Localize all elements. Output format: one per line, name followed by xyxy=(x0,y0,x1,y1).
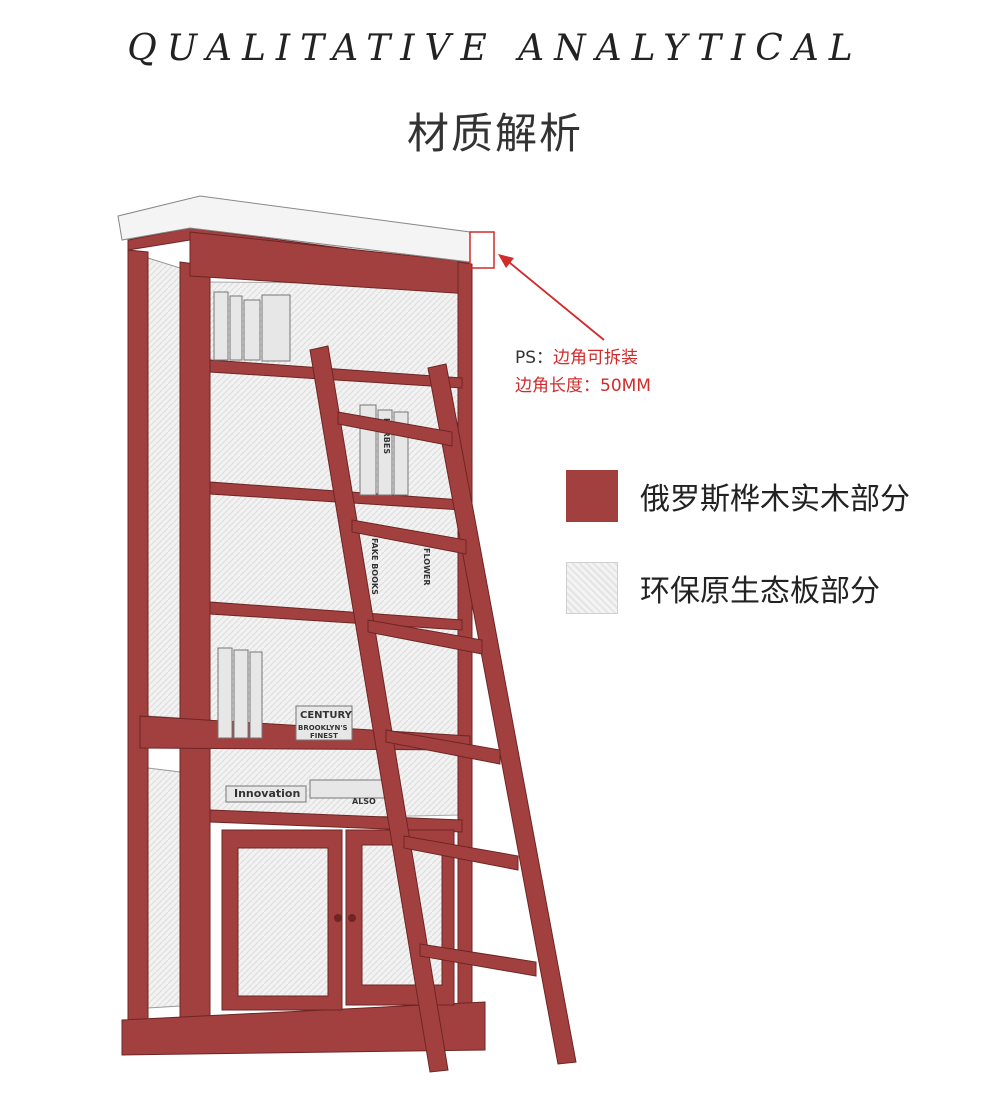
book-label-korbes: KORBES xyxy=(382,418,391,454)
legend-label-wood: 俄罗斯桦木实木部分 xyxy=(640,482,910,517)
annotation-arrow xyxy=(503,257,605,341)
title-chinese: 材质解析 xyxy=(406,109,583,158)
book-label-flower: FLOWER xyxy=(422,548,431,586)
legend-swatch-panel xyxy=(566,562,618,614)
annotation-note: PS：边角可拆装 边角长度：50MM xyxy=(515,344,651,400)
book-label-century: CENTURY xyxy=(300,710,353,721)
annotation-removable-corner: 边角可拆装 xyxy=(553,348,639,368)
book-label-finest: FINEST xyxy=(310,732,338,740)
book-label-also: ALSO xyxy=(352,797,376,806)
legend-item-panel: 环保原生态板部分 xyxy=(566,562,880,614)
annotation-corner-length: 边角长度：50MM xyxy=(515,376,651,396)
ladder xyxy=(309,345,577,1073)
legend-swatch-wood xyxy=(566,470,618,522)
book-labels: CENTURY BROOKLYN'S FINEST Innovation ALS… xyxy=(234,418,431,806)
legend-item-wood: 俄罗斯桦木实木部分 xyxy=(566,470,910,522)
annotation-arrowhead xyxy=(498,254,514,268)
book-label-brooklyns: BROOKLYN'S xyxy=(298,724,348,732)
annotation-ps-prefix: PS： xyxy=(515,348,554,368)
legend-label-panel: 环保原生态板部分 xyxy=(640,574,880,609)
book-label-innovation: Innovation xyxy=(234,787,300,800)
title-english: QUALITATIVE ANALYTICAL xyxy=(127,28,863,69)
book-label-fake-books: FAKE BOOKS xyxy=(370,538,379,595)
side-panels xyxy=(147,257,181,1009)
corner-highlight-box xyxy=(469,231,495,269)
cabinet-doors xyxy=(221,829,455,1011)
